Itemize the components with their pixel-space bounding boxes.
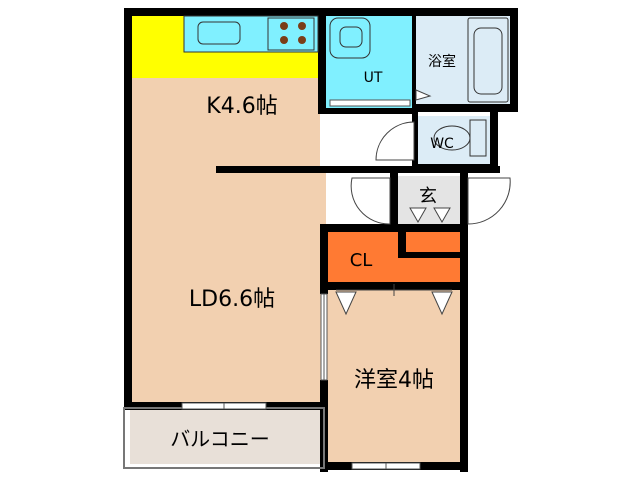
wall-ut-bottom <box>318 108 416 114</box>
wall-bath-bottom <box>412 104 518 112</box>
wall-left <box>124 8 132 408</box>
burner-icon <box>298 22 306 30</box>
burner-icon <box>298 36 306 44</box>
ld-floor <box>130 168 326 408</box>
wall-bedroom-right <box>460 224 468 472</box>
bath-label: 浴室 <box>428 53 456 70</box>
entrance-label: 玄 <box>419 186 437 207</box>
wall-toilet-left <box>412 112 418 170</box>
kitchen-floor <box>130 78 320 168</box>
bathtub-inner-icon <box>473 27 503 95</box>
shoe-box-icon <box>409 207 427 224</box>
kitchen-label: K4.6帖 <box>206 94 277 119</box>
wall-toilet-right <box>490 110 498 168</box>
wall-entrance-right <box>460 172 468 228</box>
wall-closet-notch-bottom <box>398 252 462 258</box>
toilet-tank-icon <box>469 119 487 157</box>
balcony-floor <box>130 408 326 464</box>
utility-label: UT <box>364 70 383 86</box>
balcony-label: バルコニー <box>170 427 270 451</box>
ld-label: LD6.6帖 <box>189 287 275 312</box>
burner-icon <box>280 22 288 30</box>
closet-door-left-icon <box>335 291 357 316</box>
bedroom-label: 洋室4帖 <box>354 368 434 393</box>
toilet-label: WC <box>430 136 454 152</box>
toilet-door-icon <box>375 121 415 161</box>
wall-kitchen-ut <box>318 8 326 114</box>
bedroom-floor <box>326 284 462 468</box>
wall-ut-bath <box>412 14 416 110</box>
entrance-door-right-icon <box>467 177 511 225</box>
burner-icon <box>280 36 288 44</box>
wall-ld-bedroom <box>320 224 328 294</box>
washer-pan-icon <box>329 99 411 107</box>
wall-closet-notch <box>398 228 406 258</box>
utility-door-icon <box>415 89 432 101</box>
closet-label: CL <box>350 250 373 271</box>
toilet-bowl-icon <box>433 125 471 151</box>
sink-icon <box>197 21 241 45</box>
entrance-door-left-icon <box>350 177 391 225</box>
wall-closet-top <box>320 224 468 232</box>
stove-icon <box>267 17 315 51</box>
shoe-box-icon <box>433 207 451 224</box>
washbasin-bowl-icon <box>339 26 363 48</box>
wall-entrance-left <box>390 172 398 228</box>
wall-right-bath <box>510 8 518 110</box>
wall-kitchen-ld <box>216 166 500 173</box>
entrance-floor <box>398 176 462 228</box>
closet-door-right-icon <box>431 291 453 316</box>
